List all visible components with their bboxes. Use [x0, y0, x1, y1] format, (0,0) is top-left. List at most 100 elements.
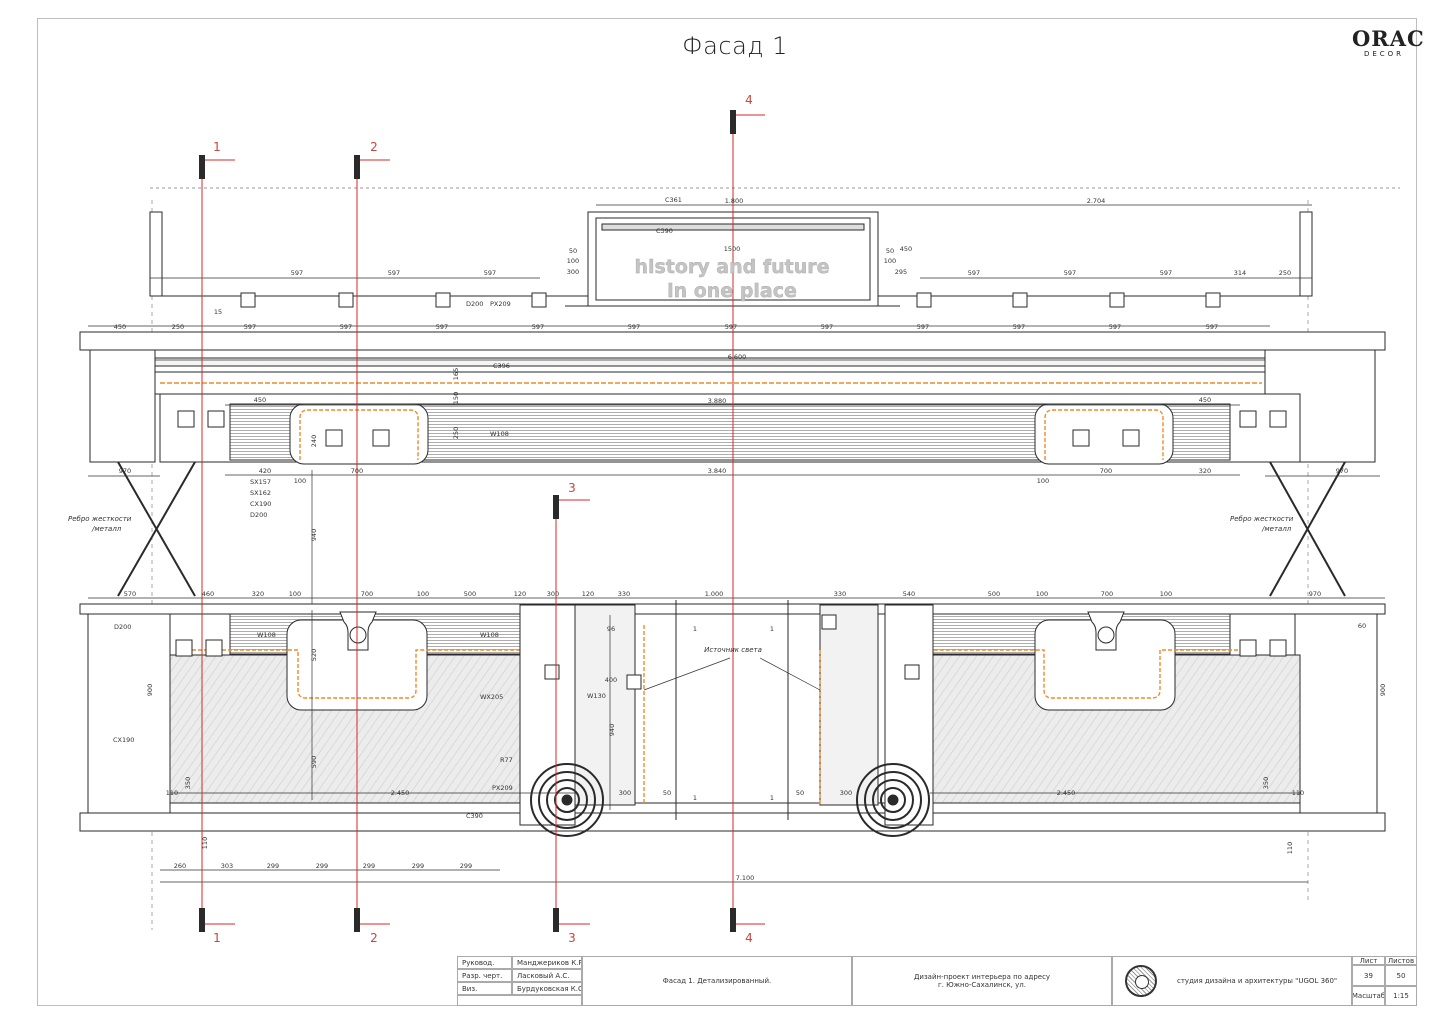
dim-597-r10: 597 — [1109, 323, 1121, 331]
dim-700-c: 700 — [361, 590, 373, 598]
dim-900-a: 900 — [1379, 684, 1387, 696]
dim-2450-a: 2.450 — [391, 789, 410, 797]
dim-597-r7: 597 — [821, 323, 833, 331]
dim-250-l: 250 — [172, 323, 184, 331]
tb-row2-name: Ласковый А.С. — [512, 969, 582, 982]
dim-300-c: 300 — [619, 789, 631, 797]
dim-1-c: 1 — [693, 794, 697, 802]
logo-sub: DECOR — [1363, 50, 1405, 58]
code-wx205: WX205 — [480, 693, 503, 701]
code-d200-b: D200 — [114, 623, 131, 631]
dim-250-c: 250 — [452, 427, 460, 439]
note-rib-right-2: /металл — [1261, 525, 1292, 533]
note-rib-right: Ребро жесткости — [1230, 515, 1294, 523]
dim-110-c: 110 — [166, 789, 178, 797]
code-c390-top: C390 — [656, 227, 673, 235]
tb-row1-label: Руковод. — [457, 956, 512, 969]
tb-project-line1: Дизайн-проект интерьера по адресу — [913, 973, 1051, 981]
dim-1800: 1.800 — [725, 197, 744, 205]
code-w108-mid: W108 — [490, 430, 509, 438]
dim-100-e: 100 — [289, 590, 301, 598]
tb-scale-label: Масштаб — [1352, 986, 1385, 1006]
dim-60: 60 — [1358, 622, 1366, 630]
dim-320-b: 320 — [252, 590, 264, 598]
dim-970-a: 970 — [119, 467, 131, 475]
dim-597-r9: 597 — [1013, 323, 1025, 331]
dim-597-t3: 597 — [484, 269, 496, 277]
dim-450-c: 450 — [254, 396, 266, 404]
dim-299-b: 299 — [316, 862, 328, 870]
dim-700-a: 700 — [351, 467, 363, 475]
brand-logo: ORAC DECOR — [1352, 28, 1424, 59]
dim-120-a: 120 — [514, 590, 526, 598]
tb-studio-name: студия дизайна и архитектуры "UGOL 360" — [1177, 977, 1338, 985]
dim-300-left: 300 — [567, 268, 579, 276]
dim-597-r11: 597 — [1206, 323, 1218, 331]
dim-3880: 3.880 — [708, 397, 727, 405]
tb-scale-value: 1:15 — [1385, 986, 1417, 1006]
dim-450-top: 450 — [900, 245, 912, 253]
dim-597-t2: 597 — [388, 269, 400, 277]
dim-460: 460 — [202, 590, 214, 598]
section-mark-2-top: 2 — [370, 140, 378, 154]
tb-row4 — [457, 995, 582, 1006]
dim-597-t6: 597 — [1160, 269, 1172, 277]
tb-sheet-label: Лист — [1352, 956, 1385, 965]
dim-330-a: 330 — [618, 590, 630, 598]
dim-299-d: 299 — [412, 862, 424, 870]
dim-597-r6: 597 — [725, 323, 737, 331]
dim-110-d: 110 — [1292, 789, 1304, 797]
dim-970-c: 970 — [1309, 590, 1321, 598]
section-mark-1-top: 1 — [213, 140, 221, 154]
section-mark-3-bottom: 3 — [568, 931, 576, 945]
dim-1500: 1500 — [724, 245, 741, 253]
dim-597-t4: 597 — [968, 269, 980, 277]
dim-299-e: 299 — [460, 862, 472, 870]
dim-110-a: 110 — [201, 837, 209, 849]
dim-597-r3: 597 — [436, 323, 448, 331]
section-mark-3-top: 3 — [568, 481, 576, 495]
code-c396: C396 — [493, 362, 510, 370]
dim-299-a: 299 — [267, 862, 279, 870]
code-w130: W130 — [587, 692, 606, 700]
dim-597-r1: 597 — [244, 323, 256, 331]
dim-50-left: 50 — [569, 247, 577, 255]
code-sx162: SX162 — [250, 489, 271, 497]
dim-597-r8: 597 — [917, 323, 929, 331]
dim-450-l: 450 — [114, 323, 126, 331]
dim-303: 303 — [221, 862, 233, 870]
dim-100-c: 100 — [294, 477, 306, 485]
dim-300-b: 300 — [547, 590, 559, 598]
dim-50-c: 50 — [663, 789, 671, 797]
dim-597-t5: 597 — [1064, 269, 1076, 277]
code-c361: C361 — [665, 196, 682, 204]
dim-150: 150 — [452, 392, 460, 404]
dim-320-a: 320 — [1199, 467, 1211, 475]
dim-100-left: 100 — [567, 257, 579, 265]
dim-15: 15 — [214, 308, 222, 316]
dim-260: 260 — [174, 862, 186, 870]
dim-1-b: 1 — [770, 625, 774, 633]
overlay-line-1: history and future — [634, 256, 829, 278]
section-mark-1-bottom: 1 — [213, 931, 221, 945]
tb-sheet-no: 39 — [1352, 965, 1385, 986]
dim-2450-b: 2.450 — [1057, 789, 1076, 797]
dim-250-tr: 250 — [1279, 269, 1291, 277]
code-d200-top: D200 — [466, 300, 483, 308]
tb-row3-label: Виз. — [457, 982, 512, 995]
dim-300-d: 300 — [840, 789, 852, 797]
dim-100-d: 100 — [1037, 477, 1049, 485]
dim-940-b: 940 — [608, 724, 616, 736]
dim-1000: 1.000 — [705, 590, 724, 598]
sheet-title: Фасад 1 — [682, 32, 788, 60]
tb-row2-label: Разр. черт. — [457, 969, 512, 982]
dim-120-b: 120 — [582, 590, 594, 598]
tb-project: Дизайн-проект интерьера по адресу г. Южн… — [852, 956, 1112, 1006]
dim-100-h: 100 — [1160, 590, 1172, 598]
dim-540: 540 — [903, 590, 915, 598]
tb-drawing-name: Фасад 1. Детализированный. — [582, 956, 852, 1006]
dim-100-f: 100 — [417, 590, 429, 598]
section-mark-4-bottom: 4 — [745, 931, 753, 945]
code-px209-top: PX209 — [490, 300, 511, 308]
dim-597-r2: 597 — [340, 323, 352, 331]
